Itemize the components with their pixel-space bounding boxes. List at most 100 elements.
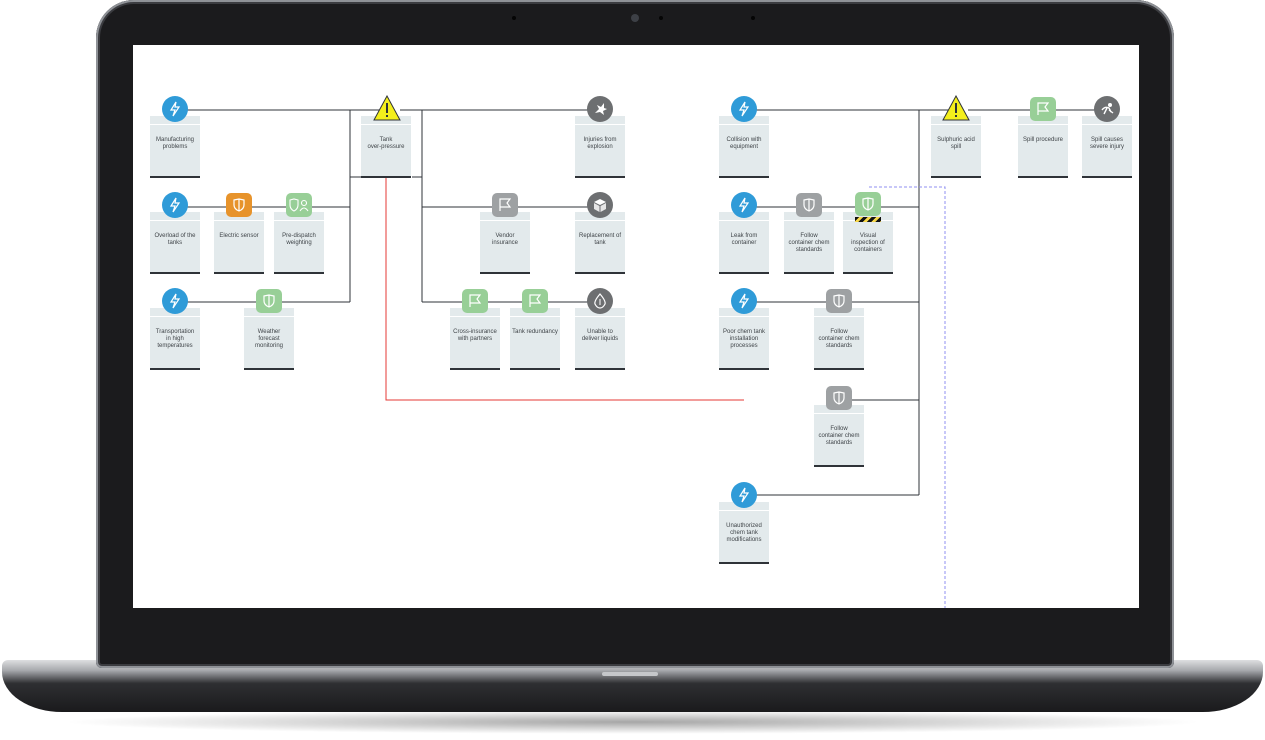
- threat-card[interactable]: Overload of the tanks: [150, 212, 200, 274]
- escalation-line: [385, 120, 744, 401]
- card-band: [814, 405, 864, 414]
- laptop-hinge-notch: [602, 672, 658, 676]
- node-label: Unable to deliver liquids: [581, 329, 619, 342]
- flag-icon[interactable]: [1030, 97, 1056, 121]
- consequence-card[interactable]: Unable to deliver liquids: [575, 308, 625, 370]
- warning-icon[interactable]: [373, 95, 401, 121]
- node-label: Tank redundancy: [512, 329, 558, 335]
- threat-card[interactable]: Leak from container: [719, 212, 769, 274]
- card-band: [719, 212, 769, 221]
- laptop-base: [2, 660, 1263, 712]
- hatched-status-stripe: [855, 217, 881, 222]
- node-label: Transportation in high temperatures: [155, 329, 195, 349]
- threat-card[interactable]: Manufacturing problems: [150, 116, 200, 178]
- card-band: [361, 116, 411, 125]
- card-band: [784, 212, 834, 221]
- warning-icon[interactable]: [942, 95, 970, 121]
- node-label: Spill procedure: [1022, 137, 1064, 143]
- laptop-shadow: [60, 710, 1205, 734]
- card-band: [274, 212, 324, 221]
- flag-icon[interactable]: [522, 289, 548, 313]
- bowtie-diagram-canvas[interactable]: Manufacturing problems Overload of the t…: [133, 45, 1139, 608]
- barrier-card[interactable]: Electric sensor: [214, 212, 264, 274]
- node-label: Replacement of tank: [578, 233, 622, 246]
- barrier-card[interactable]: Follow container chem standards: [814, 308, 864, 370]
- node-label: Electric sensor: [219, 233, 259, 239]
- barrier-card[interactable]: Tank redundancy: [510, 308, 560, 370]
- threat-card[interactable]: Unauthorized chem tank modifications: [719, 502, 769, 564]
- card-band: [214, 212, 264, 221]
- card-band: [719, 116, 769, 125]
- node-label: Pre-dispatch weighting: [282, 233, 316, 246]
- node-label: Injuries from explosion: [583, 137, 617, 150]
- barrier-card[interactable]: Visual inspection of containers: [843, 212, 893, 274]
- node-label: Spill causes severe injury: [1089, 137, 1124, 150]
- barrier-card[interactable]: Follow container chem standards: [784, 212, 834, 274]
- lightning-icon[interactable]: [731, 192, 757, 218]
- barrier-card[interactable]: Cross-insurance with partners: [450, 308, 500, 370]
- dashed-link-line: [869, 186, 946, 608]
- consequence-card[interactable]: Replacement of tank: [575, 212, 625, 274]
- card-band: [575, 116, 625, 125]
- card-band: [150, 308, 200, 317]
- lightning-icon[interactable]: [162, 96, 188, 122]
- webcam-icon: [631, 14, 639, 22]
- node-label: Sulphuric acid spill: [937, 137, 975, 150]
- card-band: [244, 308, 294, 317]
- node-label: Poor chem tank installation processes: [722, 329, 766, 349]
- node-label: Vendor insurance: [491, 233, 518, 246]
- fall-icon[interactable]: [1094, 96, 1120, 122]
- card-band: [575, 308, 625, 317]
- shield-icon[interactable]: [226, 193, 252, 217]
- barrier-card[interactable]: Spill procedure: [1018, 116, 1068, 178]
- card-band: [931, 116, 981, 125]
- card-band: [1018, 116, 1068, 125]
- consequence-card[interactable]: Spill causes severe injury: [1082, 116, 1132, 178]
- shield-icon[interactable]: [256, 289, 282, 313]
- flag-icon[interactable]: [462, 289, 488, 313]
- barrier-card[interactable]: Weather forecast monitoring: [244, 308, 294, 370]
- node-label: Cross-insurance with partners: [453, 329, 497, 342]
- shield-icon[interactable]: [855, 192, 881, 222]
- card-band: [575, 212, 625, 221]
- card-band: [450, 308, 500, 317]
- threat-card[interactable]: Collision with equipment: [719, 116, 769, 178]
- node-label: Visual inspection of containers: [851, 233, 885, 253]
- node-label: Weather forecast monitoring: [254, 329, 283, 349]
- card-band: [719, 308, 769, 317]
- flag-icon[interactable]: [492, 193, 518, 217]
- card-band: [719, 502, 769, 511]
- explosion-icon[interactable]: [587, 96, 613, 122]
- shield-icon[interactable]: [796, 193, 822, 217]
- barrier-card[interactable]: Vendor insurance: [480, 212, 530, 274]
- node-label: Follow container chem standards: [788, 233, 830, 253]
- shield-person-icon[interactable]: [286, 193, 312, 217]
- shield-icon[interactable]: [826, 386, 852, 410]
- node-label: Collision with equipment: [726, 137, 762, 150]
- node-label: Overload of the tanks: [154, 233, 196, 246]
- box-icon[interactable]: [587, 192, 613, 218]
- card-band: [1082, 116, 1132, 125]
- sensor-dot: [659, 16, 663, 20]
- hazard-card[interactable]: Sulphuric acid spill: [931, 116, 981, 178]
- lightning-icon[interactable]: [162, 192, 188, 218]
- node-label: Follow container chem standards: [818, 329, 860, 349]
- barrier-card[interactable]: Pre-dispatch weighting: [274, 212, 324, 274]
- consequence-card[interactable]: Injuries from explosion: [575, 116, 625, 178]
- lightning-icon[interactable]: [731, 288, 757, 314]
- barrier-card[interactable]: Follow container chem standards: [814, 405, 864, 467]
- card-band: [814, 308, 864, 317]
- sensor-dot: [512, 16, 516, 20]
- lightning-icon[interactable]: [162, 288, 188, 314]
- threat-card[interactable]: Poor chem tank installation processes: [719, 308, 769, 370]
- connector-lines: [176, 109, 1108, 608]
- lightning-icon[interactable]: [731, 96, 757, 122]
- shield-icon[interactable]: [826, 289, 852, 313]
- card-band: [150, 116, 200, 125]
- lightning-icon[interactable]: [731, 482, 757, 508]
- threat-card[interactable]: Transportation in high temperatures: [150, 308, 200, 370]
- drop-icon[interactable]: [587, 288, 613, 314]
- card-band: [480, 212, 530, 221]
- hazard-card[interactable]: Tank over-pressure: [361, 116, 411, 178]
- node-label: Follow container chem standards: [818, 426, 860, 446]
